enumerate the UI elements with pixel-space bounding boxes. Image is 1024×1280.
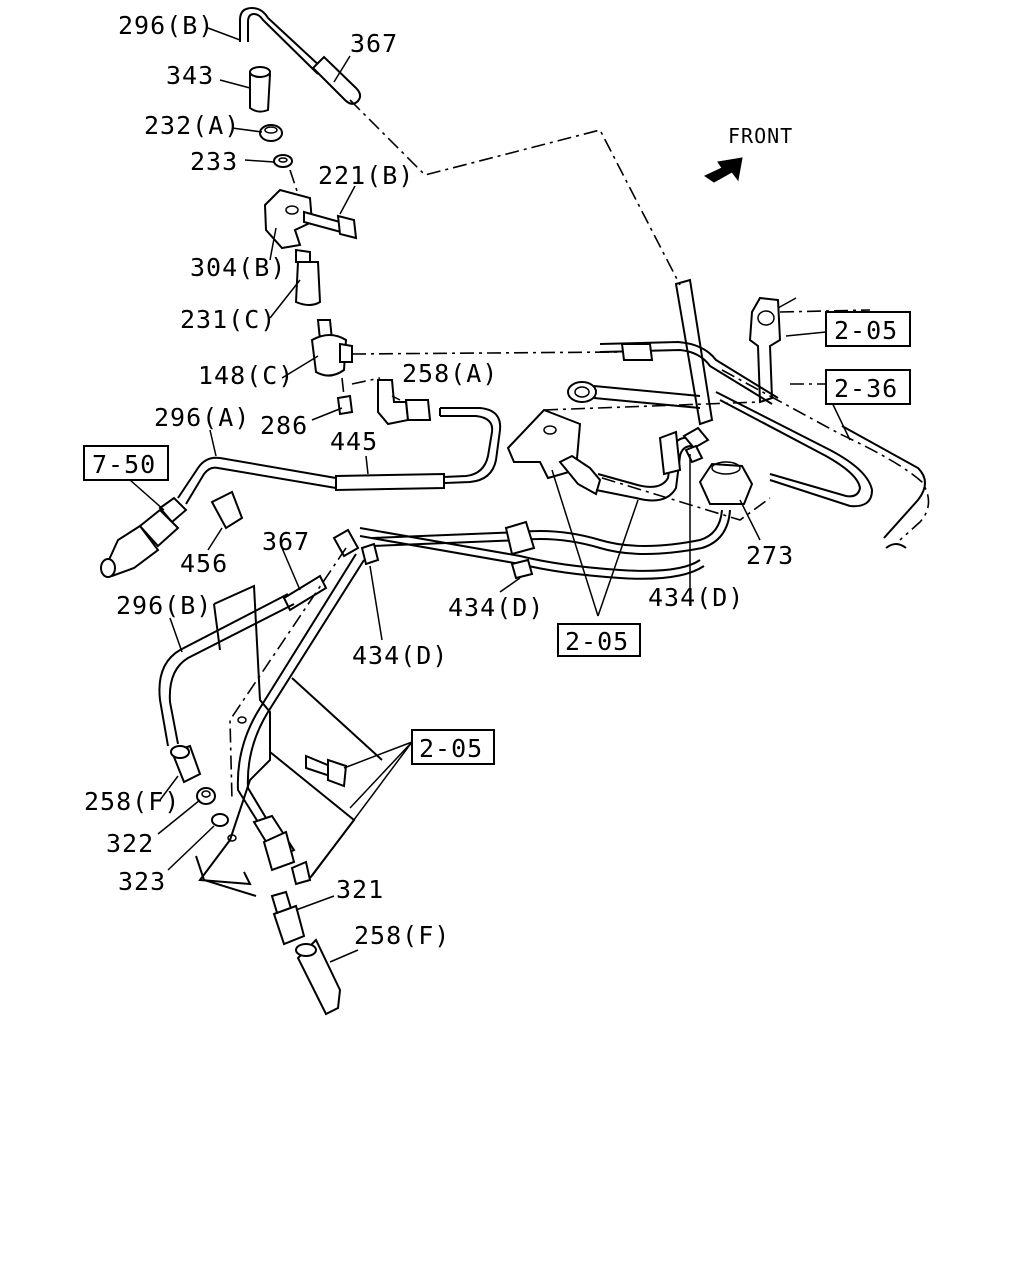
ref-label-7-50: 7-50 xyxy=(92,450,156,479)
eyelet-2-05 xyxy=(567,381,701,409)
elbow-258a xyxy=(377,379,432,426)
bolt-lower-2-05 xyxy=(305,754,348,788)
bolt-286 xyxy=(336,394,354,416)
connector-321 xyxy=(252,814,312,946)
callout-232a: 232(A) xyxy=(144,111,240,140)
clip-434d-right xyxy=(682,426,710,464)
callout-296b-top: 296(B) xyxy=(118,11,214,40)
ref-label-2-05-a: 2-05 xyxy=(834,316,898,345)
callout-434d-mid: 434(D) xyxy=(448,593,544,622)
callout-258a: 258(A) xyxy=(402,359,498,388)
washer-233 xyxy=(273,154,293,168)
callout-367-top: 367 xyxy=(350,29,398,58)
bracket-304b xyxy=(263,188,314,250)
callout-258f-lower: 258(F) xyxy=(354,921,450,950)
connector-7-50 xyxy=(100,496,188,578)
callout-286: 286 xyxy=(260,411,308,440)
callout-322: 322 xyxy=(106,829,154,858)
callout-148c: 148(C) xyxy=(198,361,294,390)
leader-lines xyxy=(129,27,851,963)
bracket-2-05-upper xyxy=(748,296,797,404)
pipe-296b-top xyxy=(239,6,362,105)
pipe-367-vertical xyxy=(674,278,714,426)
ref-label-2-05-b: 2-05 xyxy=(565,627,629,656)
grommet-273 xyxy=(698,461,754,505)
pipe-445 xyxy=(335,407,502,492)
fitting-343 xyxy=(249,66,272,113)
callout-296a: 296(A) xyxy=(154,403,250,432)
sleeve-258f-lower xyxy=(295,938,342,1016)
centerline-258a xyxy=(351,377,381,385)
callout-343: 343 xyxy=(166,61,214,90)
hose-center xyxy=(558,430,693,502)
centerline-286 xyxy=(341,377,345,397)
callout-367-lower: 367 xyxy=(262,527,310,556)
callout-273: 273 xyxy=(746,541,794,570)
callout-434d-left: 434(D) xyxy=(352,641,448,670)
ref-label-2-05-c: 2-05 xyxy=(419,734,483,763)
callout-323: 323 xyxy=(118,867,166,896)
callout-258f-left: 258(F) xyxy=(84,787,180,816)
sleeve-258f-left xyxy=(170,744,202,784)
clip-456 xyxy=(210,490,244,530)
bolt-221b xyxy=(303,210,358,240)
front-arrow-icon xyxy=(703,157,743,183)
nut-322 xyxy=(196,787,216,805)
pipe-296a xyxy=(177,456,337,505)
ref-label-2-36: 2-36 xyxy=(834,374,898,403)
nut-232a xyxy=(259,124,283,142)
ref-box-2-05-c xyxy=(411,729,495,765)
ref-box-2-05-b xyxy=(557,623,641,657)
callout-304b: 304(B) xyxy=(190,253,286,282)
ref-box-2-05-a xyxy=(825,311,911,347)
ref-box-2-36 xyxy=(825,369,911,405)
centerline-148c xyxy=(351,351,621,355)
callout-445: 445 xyxy=(330,427,378,456)
callout-296b-lower: 296(B) xyxy=(116,591,212,620)
front-label: FRONT xyxy=(728,124,793,148)
washer-323 xyxy=(211,813,229,827)
centerline-stack xyxy=(289,169,301,201)
fitting-148c xyxy=(310,319,353,377)
fitting-231c xyxy=(294,248,322,306)
pipe-right-loop xyxy=(599,309,930,549)
callout-434d-right: 434(D) xyxy=(648,583,744,612)
centerline-top xyxy=(349,99,681,286)
callout-233: 233 xyxy=(190,147,238,176)
callout-231c: 231(C) xyxy=(180,305,276,334)
callout-321: 321 xyxy=(336,875,384,904)
callout-456: 456 xyxy=(180,549,228,578)
ref-box-7-50 xyxy=(83,445,169,481)
callout-221b: 221(B) xyxy=(318,161,414,190)
pipe-middle xyxy=(332,509,731,580)
